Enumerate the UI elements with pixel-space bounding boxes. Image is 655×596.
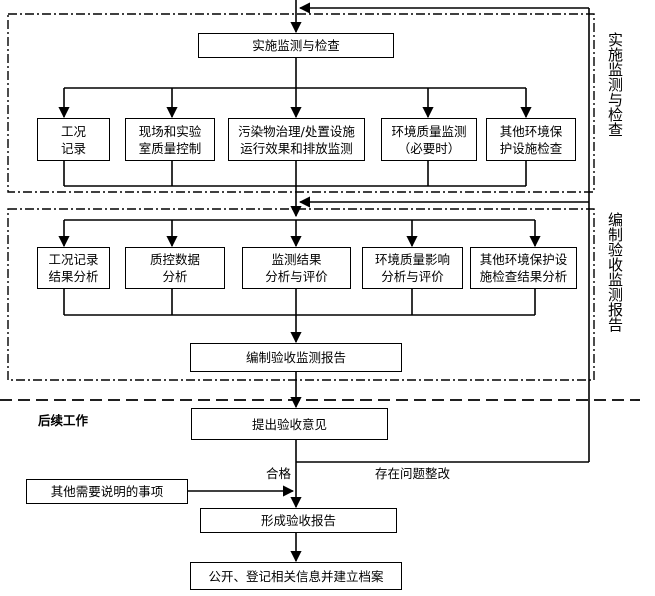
node-env-quality: 环境质量监测 （必要时） <box>381 118 477 161</box>
implement-phase-label: 实施监测与检查 <box>606 32 624 137</box>
node-propose-opinion: 提出验收意见 <box>191 408 388 440</box>
node-work-record-analysis: 工况记录 结果分析 <box>37 247 110 289</box>
node-qc-data-analysis: 质控数据 分析 <box>125 247 225 289</box>
edge-label-qualified: 合格 <box>266 466 292 481</box>
implement-region <box>7 13 595 193</box>
node-compile-report: 编制验收监测报告 <box>190 343 402 372</box>
node-lab-qc: 现场和实验 室质量控制 <box>125 118 215 161</box>
node-env-impact-eval: 环境质量影响 分析与评价 <box>362 247 463 289</box>
report-phase-label: 编制验收监测报告 <box>606 212 624 332</box>
node-monitor-eval: 监测结果 分析与评价 <box>242 247 351 289</box>
node-work-record: 工况 记录 <box>37 118 110 161</box>
followup-label: 后续工作 <box>38 413 89 428</box>
node-other-notes: 其他需要说明的事项 <box>26 479 188 504</box>
node-form-report: 形成验收报告 <box>200 508 397 533</box>
node-pollution-treatment: 污染物治理/处置设施 运行效果和排放监测 <box>228 118 365 161</box>
node-implement: 实施监测与检查 <box>198 33 394 58</box>
edge-label-rectify: 存在问题整改 <box>375 466 451 481</box>
node-publish-archive: 公开、登记相关信息并建立档案 <box>190 562 402 590</box>
node-other-env-result: 其他环境保护设 施检查结果分析 <box>470 247 577 289</box>
node-other-env-check: 其他环境保 护设施检查 <box>486 118 576 161</box>
